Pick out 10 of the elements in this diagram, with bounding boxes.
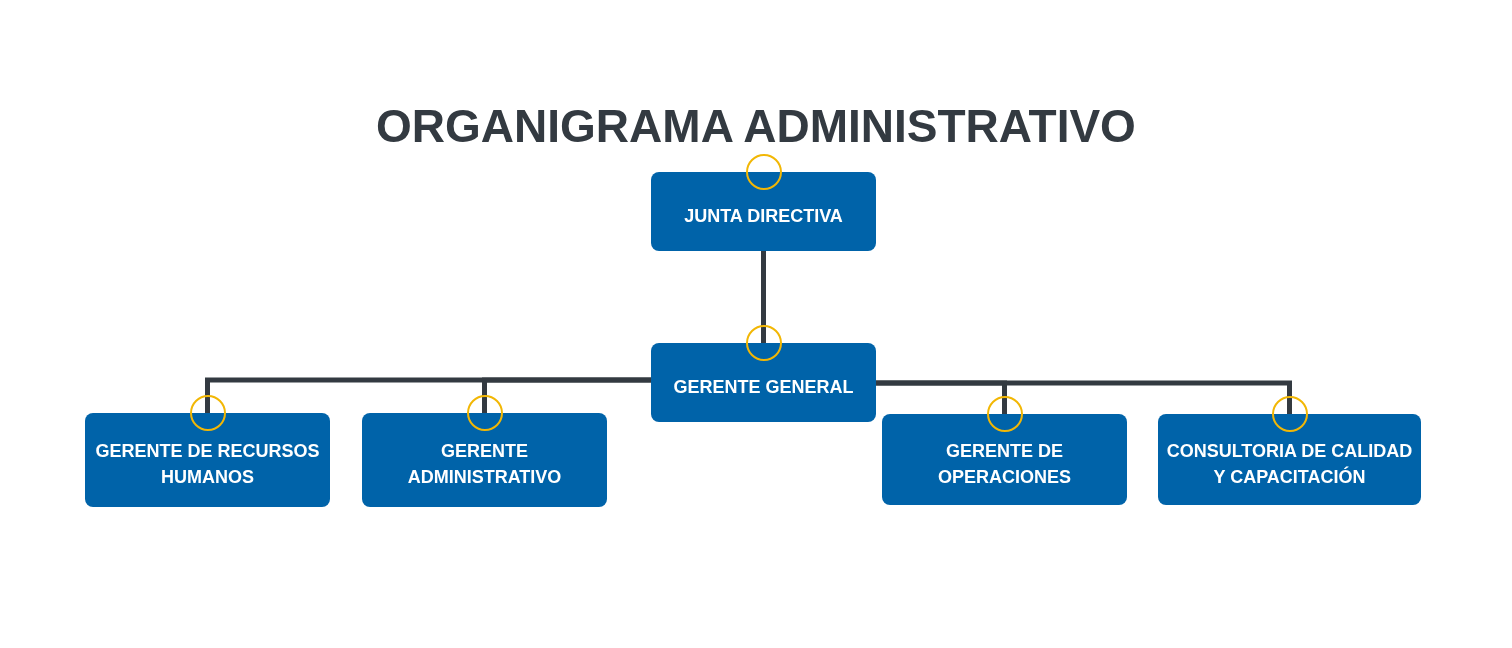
connector-line [761,251,766,343]
connector-line [876,380,1292,414]
position-title: CONSULTORIA DE CALIDAD Y CAPACITACIÓN [1166,439,1413,489]
position-title: GERENTE ADMINISTRATIVO [406,440,563,489]
chart-title: ORGANIGRAMA ADMINISTRATIVO [376,99,1136,154]
position-title: JUNTA DIRECTIVA [684,204,843,228]
position-title: GERENTE GENERAL [673,375,854,399]
position-title: GERENTE DE RECURSOS HUMANOS [94,440,321,489]
position-title: GERENTE DE OPERACIONES [937,439,1072,489]
connector-line [482,377,651,413]
